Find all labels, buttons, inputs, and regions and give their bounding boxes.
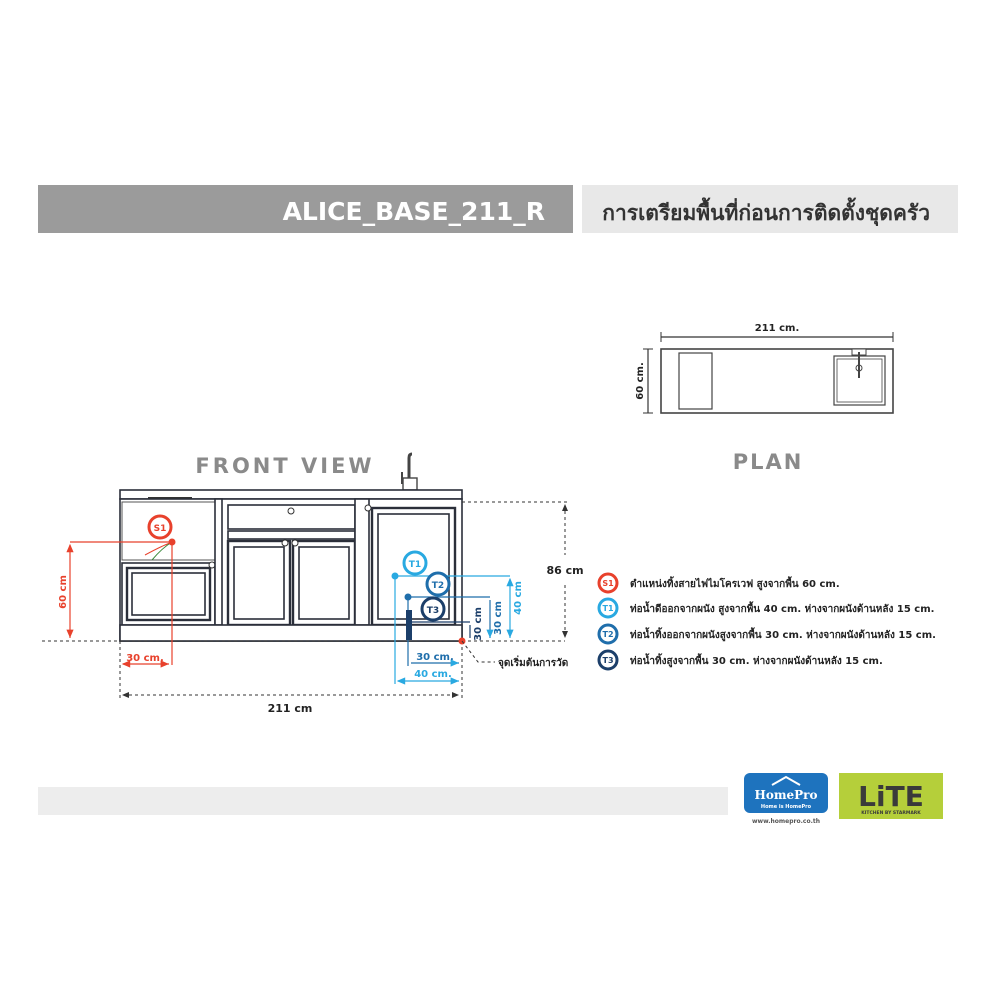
title-bar [582,185,958,233]
t3-marker [420,596,446,622]
s1-marker-label: S1 [154,524,167,534]
svg-text:ท่อน้ำทิ้งออกจากผนังสูงจากพื้น: ท่อน้ำทิ้งออกจากผนังสูงจากพื้น 30 cm. ห่… [630,627,936,642]
plan-view: 211 cm. 60 cm. PLAN [635,323,894,474]
t3-marker-label: T3 [427,606,439,616]
t2-marker-label: T2 [432,581,444,591]
model-code: ALICE_BASE_211_R [283,197,545,226]
footer-bar [38,787,728,815]
t2-offset-label: 30 cm. [416,652,454,663]
svg-text:T2: T2 [602,630,613,639]
svg-text:www.homepro.co.th: www.homepro.co.th [752,818,820,825]
t1-height-label: 40 cm [513,581,524,615]
legend-item-t1: T1 ท่อน้ำดีออกจากผนัง สูงจากพื้น 40 cm. … [597,597,934,619]
svg-text:ท่อน้ำดีออกจากผนัง สูงจากพื้น: ท่อน้ำดีออกจากผนัง สูงจากพื้น 40 cm. ห่า… [630,601,934,616]
plan-depth-label: 60 cm. [635,362,646,400]
t1-marker [402,550,428,576]
legend-item-s1: S1 ตำแหน่งทิ้งสายไฟไมโครเวฟ สูงจากพื้น 6… [597,572,840,594]
legend: S1 ตำแหน่งทิ้งสายไฟไมโครเวฟ สูงจากพื้น 6… [597,572,936,671]
page-title: การเตรียมพื้นที่ก่อนการติดตั้งชุดครัว [602,197,930,227]
drain-pipe [406,610,412,640]
s1-marker [147,514,173,540]
homepro-logo: HomePro Home is HomePro www.homepro.co.t… [744,773,828,825]
svg-text:LiTE: LiTE [858,780,924,813]
svg-text:T1: T1 [602,604,613,613]
total-height-label: 86 cm [546,564,583,577]
t2-marker [425,571,451,597]
svg-text:Home is HomePro: Home is HomePro [761,804,812,810]
front-view-title: FRONT VIEW [195,454,374,478]
plan-cooktop [678,352,713,410]
svg-text:ตำแหน่งทิ้งสายไฟไมโครเวฟ สูงจา: ตำแหน่งทิ้งสายไฟไมโครเวฟ สูงจากพื้น 60 c… [630,576,840,591]
plan-title: PLAN [733,450,804,474]
lite-logo: LiTE KITCHEN BY STARMARK [839,773,943,819]
faucet-icon [401,452,418,491]
t1-offset-label: 40 cm. [414,669,452,680]
svg-text:KITCHEN BY STARMARK: KITCHEN BY STARMARK [861,810,921,816]
svg-text:T3: T3 [602,656,613,665]
t1-marker-label: T1 [409,560,421,570]
svg-text:HomePro: HomePro [754,788,817,802]
t2-height-label: 30 cm [493,601,504,635]
svg-text:ท่อน้ำทิ้งสูงจากพื้น 30 cm. ห่: ท่อน้ำทิ้งสูงจากพื้น 30 cm. ห่างจากผนังด… [630,653,883,668]
t3-height-label: 30 cm [473,607,484,641]
legend-item-t3: T3 ท่อน้ำทิ้งสูงจากพื้น 30 cm. ห่างจากผน… [597,649,883,671]
s1-offset-label: 30 cm. [126,653,164,664]
total-width-label: 211 cm [268,702,313,715]
front-view: FRONT VIEW [42,452,584,715]
model-header-bar [38,185,573,233]
svg-text:S1: S1 [602,579,614,588]
legend-item-t2: T2 ท่อน้ำทิ้งออกจากผนังสูงจากพื้น 30 cm.… [597,623,936,645]
reference-point-label: จุดเริ่มต้นการวัด [498,655,568,669]
plan-width-label: 211 cm. [755,323,800,334]
s1-height-label: 60 cm [58,575,69,609]
